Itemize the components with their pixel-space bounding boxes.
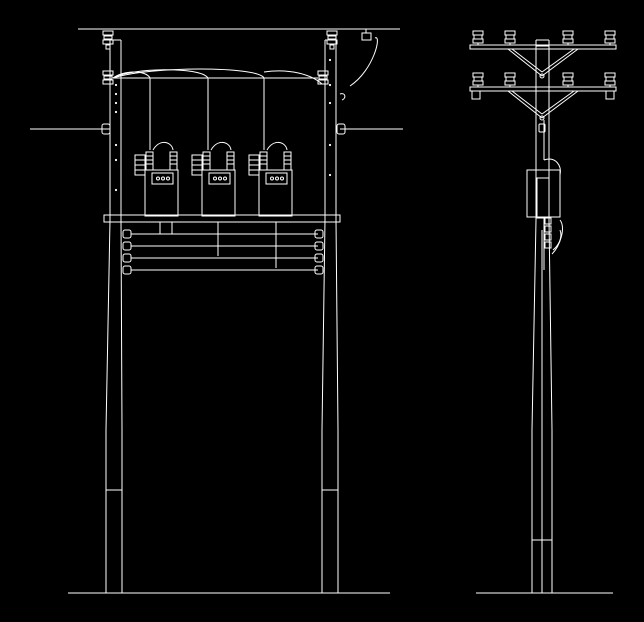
right-pole-bolt-holes (328, 58, 332, 177)
transformer-platform (104, 215, 340, 222)
left-strain-insulator (102, 124, 110, 134)
left-mid-insulator (103, 71, 113, 84)
left-pole-bolt-holes (114, 83, 118, 192)
primary-jumpers (113, 69, 322, 150)
secondary-bus-conductors (131, 234, 318, 270)
right-strain-insulator (337, 124, 345, 134)
front-elevation-view (30, 29, 403, 593)
left-top-insulator (103, 31, 113, 49)
lower-crossarm-insulators (472, 73, 615, 99)
transformer-1 (135, 152, 178, 216)
upper-crossarm-insulators (473, 31, 615, 45)
fuse-cutout (340, 29, 377, 100)
side-elevation-view (470, 31, 616, 593)
right-secondary-bushings (315, 230, 323, 274)
secondary-leads (160, 222, 276, 268)
right-top-insulator (327, 31, 337, 49)
right-mid-insulator (318, 71, 328, 84)
lower-crossarm (470, 87, 616, 120)
transformer-3 (249, 152, 292, 216)
transformer-2 (192, 152, 235, 216)
upper-crossarm (470, 45, 616, 78)
left-secondary-bushings (123, 230, 131, 274)
side-transformer (527, 120, 562, 270)
side-pole (532, 40, 552, 593)
